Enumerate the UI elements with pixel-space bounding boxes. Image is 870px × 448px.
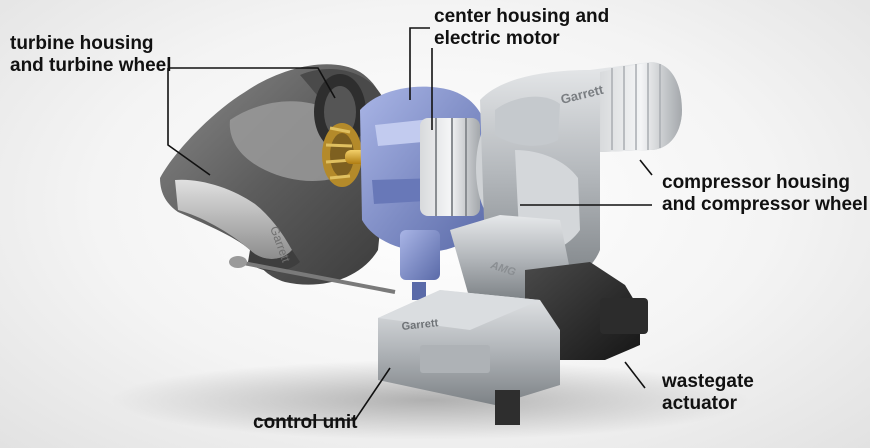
label-turbine-housing: turbine housing and turbine wheel xyxy=(10,33,172,76)
control-unit-body: Garrett xyxy=(378,290,560,425)
wastegate-rod xyxy=(237,260,396,294)
leader-lines xyxy=(167,27,653,421)
electric-motor xyxy=(420,118,480,216)
label-compressor-housing: compressor housing and compressor wheel xyxy=(662,172,868,215)
label-control-unit: control unit xyxy=(253,412,358,433)
label-center-housing: center housing and electric motor xyxy=(434,6,610,49)
label-wastegate-actuator: wastegate actuator xyxy=(662,371,754,414)
control-logo: Garrett xyxy=(401,317,439,333)
leader-wastegate xyxy=(624,361,646,389)
leader-center xyxy=(409,27,430,100)
leader-turbine-2 xyxy=(167,68,211,176)
rod-end xyxy=(229,256,247,268)
leader-turbine xyxy=(168,67,336,99)
leader-control xyxy=(258,367,391,421)
leader-compressor xyxy=(639,159,653,176)
turbine-wheel xyxy=(322,123,362,187)
turbine-housing: Garrett xyxy=(160,64,390,285)
